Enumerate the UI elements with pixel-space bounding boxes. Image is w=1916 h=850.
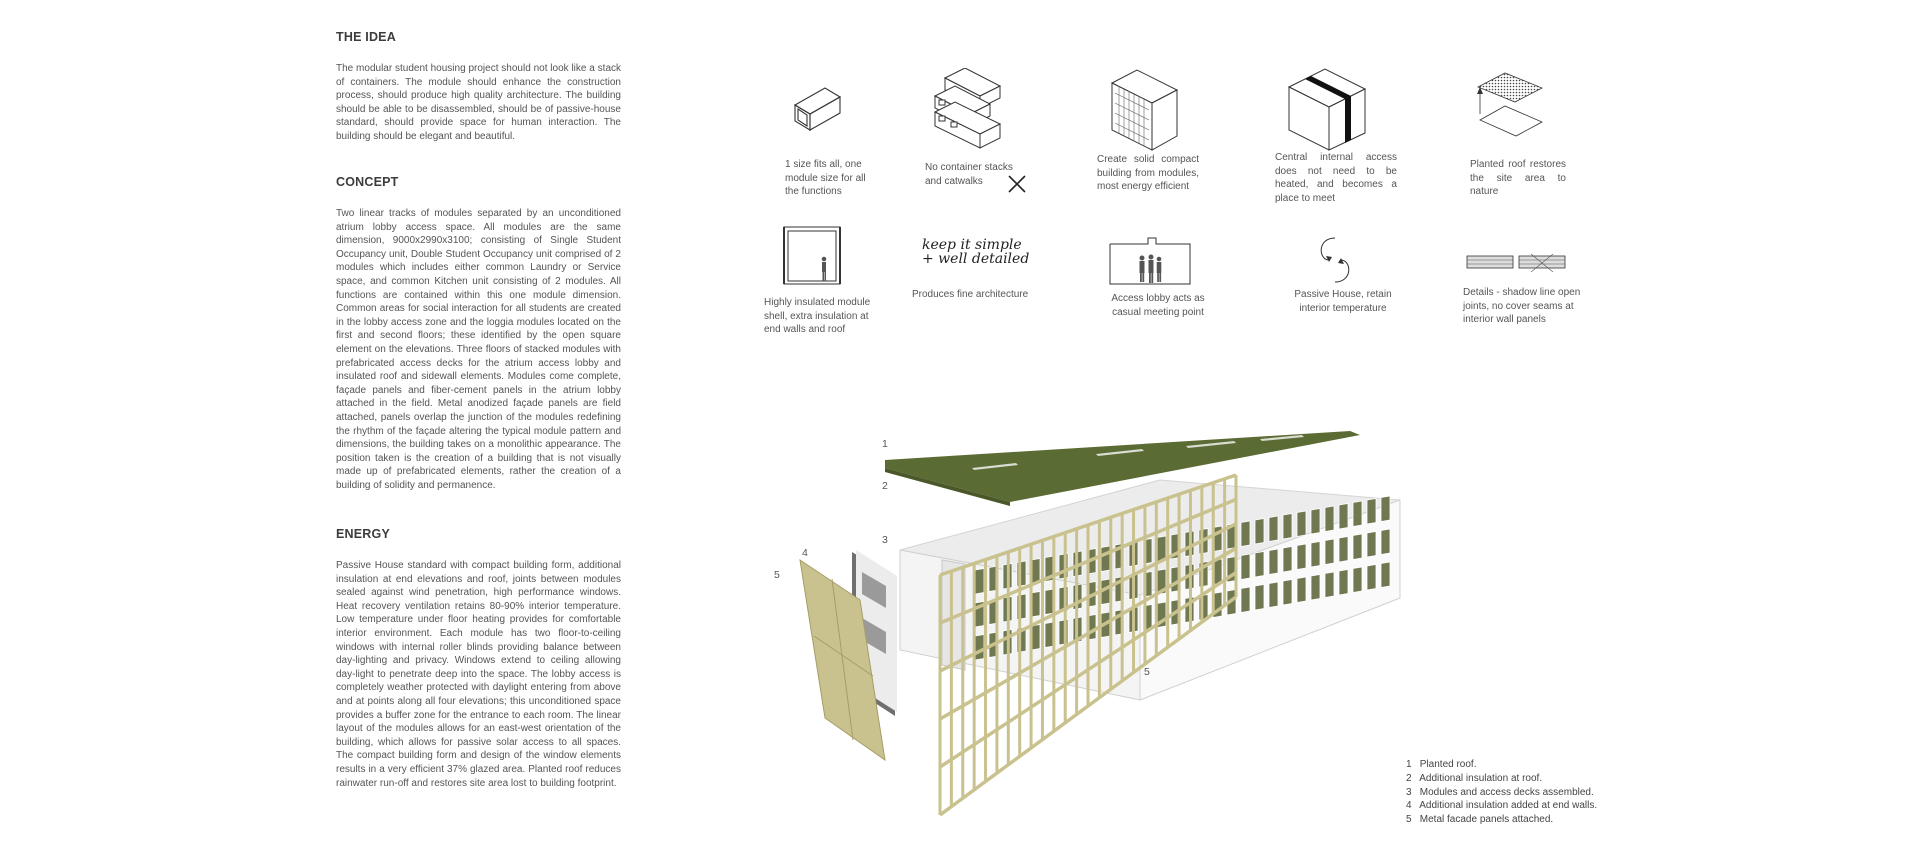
planted-roof-icon <box>1477 72 1543 137</box>
icon-cell-handwritten-motto: keep it simple+ well detailed Produces f… <box>912 238 1032 302</box>
panel-joint-caption: Details - shadow line open joints, no co… <box>1463 287 1581 326</box>
facade-transom <box>939 571 1237 769</box>
module-window <box>1254 518 1265 545</box>
module-window <box>1338 569 1349 596</box>
module-window <box>1254 551 1265 578</box>
facade-transom <box>939 546 1237 721</box>
handwritten-motto-icon: keep it simple+ well detailed <box>922 237 1030 267</box>
module-window <box>1366 564 1377 591</box>
idea-paragraph: The modular student housing project shou… <box>336 63 621 142</box>
facade-transom <box>939 473 1237 577</box>
module-window <box>1324 505 1335 532</box>
temperature-cycle-icon <box>1320 237 1350 283</box>
module-window <box>1352 566 1363 593</box>
icon-cell-temperature-cycle: Passive House, retain interior temperatu… <box>1288 230 1408 315</box>
concept-heading: CONCEPT <box>336 175 399 189</box>
module-window <box>1268 515 1279 542</box>
insulated-shell-icon <box>783 226 841 285</box>
energy-paragraph: Passive House standard with compact buil… <box>336 560 621 789</box>
module-window <box>1366 498 1377 525</box>
module-window <box>1310 574 1321 601</box>
cross-icon <box>1008 175 1026 193</box>
diagram-legend: 1 Planted roof. 2 Additional insulation … <box>1406 758 1606 827</box>
module-window <box>1282 546 1293 573</box>
module-window <box>1310 508 1321 535</box>
planted-roof-caption: Planted roof restores the site area to n… <box>1470 159 1566 198</box>
diagram-label-1: 1 <box>882 438 888 450</box>
container-stack-icon <box>933 68 1002 149</box>
module-window <box>1268 548 1279 575</box>
module-window <box>1324 571 1335 598</box>
legend-item: 1 Planted roof. <box>1406 759 1477 770</box>
legend-item: 3 Modules and access decks assembled. <box>1406 786 1594 798</box>
facade-transom <box>939 522 1237 673</box>
module-window <box>1240 520 1251 547</box>
module-window <box>1296 543 1307 570</box>
legend-item: 5 Metal facade panels attached. <box>1406 814 1554 826</box>
module-window <box>1380 528 1391 555</box>
handwritten-motto-caption: Produces fine architecture <box>912 289 1029 300</box>
planted-roof-layer <box>885 431 1360 502</box>
single-module-caption: 1 size fits all, one module size for all… <box>785 159 866 198</box>
module-window <box>1296 510 1307 537</box>
module-window <box>974 568 985 595</box>
energy-heading: ENERGY <box>336 527 390 541</box>
module-window <box>1296 576 1307 603</box>
module-window <box>1380 561 1391 588</box>
icon-cell-central-access: Central internal access does not need to… <box>1275 65 1397 205</box>
diagram-label-5-end: 5 <box>774 569 780 581</box>
compact-block-caption: Create solid compact building from modul… <box>1097 154 1199 193</box>
lobby-people-caption: Access lobby acts as casual meeting poin… <box>1111 293 1205 318</box>
module-window <box>1240 586 1251 613</box>
front-facade-panel <box>938 473 1238 817</box>
idea-heading: THE IDEA <box>336 30 396 44</box>
module-window <box>1338 503 1349 530</box>
icon-cell-planted-roof: Planted roof restores the site area to n… <box>1470 70 1590 199</box>
module-window <box>1366 531 1377 558</box>
end-wall-facade-panel <box>799 558 886 762</box>
diagram-label-4: 4 <box>802 547 808 559</box>
insulated-shell-caption: Highly insulated module shell, extra ins… <box>764 297 871 336</box>
icon-cell-single-module: 1 size fits all, one module size for all… <box>785 80 905 199</box>
module-window <box>1254 584 1265 611</box>
exploded-axonometric-diagram <box>799 431 1401 817</box>
icon-cell-insulated-shell: Highly insulated module shell, extra ins… <box>764 225 884 337</box>
module-window <box>1324 538 1335 565</box>
lobby-people-icon <box>1109 237 1191 285</box>
central-access-caption: Central internal access does not need to… <box>1275 152 1397 204</box>
concept-paragraph: Two linear tracks of modules separated b… <box>336 208 621 491</box>
module-window <box>1310 541 1321 568</box>
module-window <box>1282 579 1293 606</box>
diagram-label-2: 2 <box>882 480 888 492</box>
container-stack-caption: No container stacks and catwalks <box>925 162 1013 187</box>
central-access-icon <box>1287 68 1367 151</box>
module-window <box>1380 495 1391 522</box>
diagram-label-5-front: 5 <box>1144 666 1150 678</box>
facade-transom <box>939 497 1237 625</box>
module-window <box>974 634 985 661</box>
icon-cell-panel-joint: Details - shadow line open joints, no co… <box>1463 252 1583 327</box>
single-module-icon <box>793 87 842 131</box>
module-window <box>1352 533 1363 560</box>
diagram-label-3: 3 <box>882 534 888 546</box>
facade-transom <box>938 595 1238 817</box>
module-window <box>1100 545 1111 572</box>
module-window <box>1282 513 1293 540</box>
module-window <box>1338 536 1349 563</box>
icon-cell-lobby-people: Access lobby acts as casual meeting poin… <box>1108 236 1228 319</box>
module-window <box>1268 581 1279 608</box>
icon-cell-container-stack: No container stacks and catwalks <box>925 68 1045 193</box>
panel-joint-icon <box>1466 253 1566 273</box>
compact-block-icon <box>1110 69 1179 151</box>
temperature-cycle-caption: Passive House, retain interior temperatu… <box>1294 289 1392 314</box>
icon-cell-compact-block: Create solid compact building from modul… <box>1097 68 1217 194</box>
module-window <box>1240 553 1251 580</box>
module-window <box>1352 500 1363 527</box>
legend-item: 2 Additional insulation at roof. <box>1406 772 1543 784</box>
legend-item: 4 Additional insulation added at end wal… <box>1406 800 1598 812</box>
